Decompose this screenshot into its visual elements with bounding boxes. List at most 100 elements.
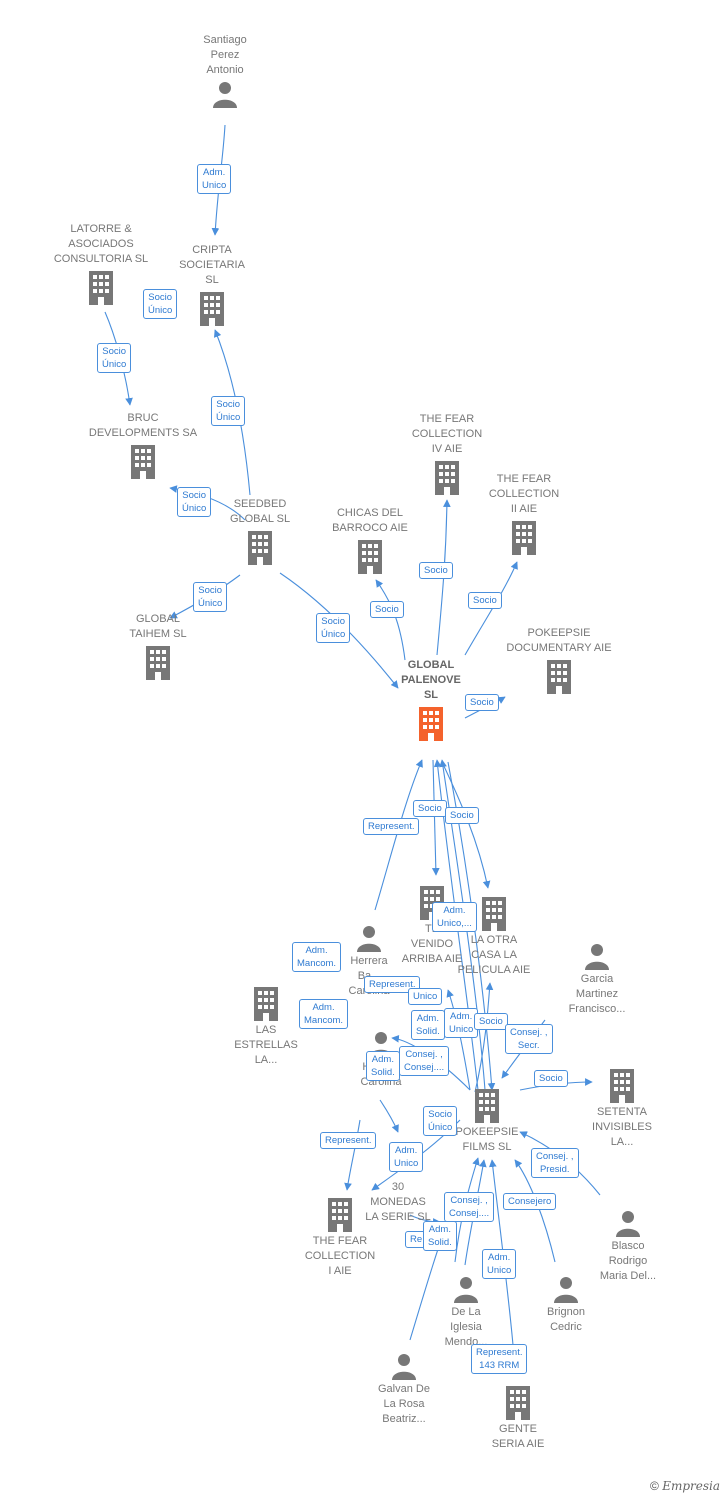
relation-label[interactable]: Adm. Unico xyxy=(482,1249,517,1279)
relation-label[interactable]: Socio xyxy=(413,800,447,817)
relation-label[interactable]: Adm. Unico,... xyxy=(432,902,477,932)
node-label: LATORRE & ASOCIADOS CONSULTORIA SL xyxy=(53,223,149,265)
node-label: Santiago Perez Antonio xyxy=(203,34,247,76)
building-icon xyxy=(475,1089,499,1123)
node-cripta-societaria[interactable]: CRIPTA SOCIETARIA SL xyxy=(147,243,277,328)
node-30-monedas[interactable]: 30 MONEDAS LA SERIE SL xyxy=(333,1180,463,1225)
relation-label[interactable]: Adm. Solid. xyxy=(423,1221,457,1251)
relation-label[interactable]: Adm. Unico xyxy=(197,164,232,194)
relation-label[interactable]: Consej. , Presid. xyxy=(531,1148,579,1178)
node-las-estrellas[interactable]: LAS ESTRELLAS LA... xyxy=(201,983,331,1068)
node-label: Galvan De La Rosa Beatriz... xyxy=(378,1383,430,1425)
node-garcia-martinez[interactable]: Garcia Martinez Francisco... xyxy=(532,940,662,1017)
relation-label[interactable]: Socio Único xyxy=(177,487,212,517)
building-icon xyxy=(254,987,278,1021)
node-la-otra-casa[interactable]: LA OTRA CASA LA PELICULA AIE xyxy=(429,893,559,978)
node-global-taihem[interactable]: GLOBAL TAIHEM SL xyxy=(93,612,223,682)
node-label: THE FEAR COLLECTION I AIE xyxy=(304,1235,376,1277)
relation-label[interactable]: Socio xyxy=(468,592,502,609)
relation-label[interactable]: Socio xyxy=(419,562,453,579)
building-icon xyxy=(248,531,272,565)
relation-label[interactable]: Socio Único xyxy=(423,1106,458,1136)
node-label: TE VENIDO ARRIBA AIE xyxy=(401,923,463,965)
node-latorre-asociados[interactable]: LATORRE & ASOCIADOS CONSULTORIA SL xyxy=(36,222,166,307)
relation-label[interactable]: Socio xyxy=(370,601,404,618)
relation-label[interactable]: Socio Único xyxy=(143,289,178,319)
building-icon xyxy=(435,461,459,495)
node-label: POKEEPSIE FILMS SL xyxy=(455,1126,519,1153)
node-chicas-del-barroco[interactable]: CHICAS DEL BARROCO AIE xyxy=(305,506,435,576)
building-icon xyxy=(89,271,113,305)
relation-label[interactable]: Socio Único xyxy=(316,613,351,643)
relation-label[interactable]: Consej. , Consej.... xyxy=(399,1046,450,1076)
relation-label[interactable]: Unico xyxy=(408,988,443,1005)
node-seedbed-global[interactable]: SEEDBED GLOBAL SL xyxy=(195,497,325,567)
building-icon xyxy=(419,707,443,741)
node-label: BRUC DEVELOPMENTS SA xyxy=(88,412,198,439)
person-icon xyxy=(554,1277,578,1303)
node-label: SEEDBED GLOBAL SL xyxy=(229,498,291,525)
node-fear-collection-i[interactable]: THE FEAR COLLECTION I AIE xyxy=(275,1194,405,1279)
relation-label[interactable]: Adm. Mancom. xyxy=(292,942,342,972)
building-icon xyxy=(547,660,571,694)
node-label: Garcia Martinez Francisco... xyxy=(568,973,626,1015)
person-icon xyxy=(357,926,381,952)
node-pokeepsie-films[interactable]: POKEEPSIE FILMS SL xyxy=(422,1085,552,1155)
node-pokeepsie-documentary[interactable]: POKEEPSIE DOCUMENTARY AIE xyxy=(494,626,624,696)
node-label: GENTE SERIA AIE xyxy=(491,1423,545,1450)
relation-label[interactable]: Adm. Unico xyxy=(389,1142,424,1172)
building-icon xyxy=(328,1198,352,1232)
relation-label[interactable]: Socio Único xyxy=(97,343,132,373)
node-santiago-perez-antonio[interactable]: Santiago Perez Antonio xyxy=(160,33,290,110)
node-galvan-de-la-rosa[interactable]: Galvan De La Rosa Beatriz... xyxy=(339,1350,469,1427)
node-label: Brignon Cedric xyxy=(547,1306,585,1333)
building-icon xyxy=(146,646,170,680)
building-icon xyxy=(506,1386,530,1420)
building-icon xyxy=(512,521,536,555)
relation-label[interactable]: Consejero xyxy=(503,1193,557,1210)
relation-label[interactable]: Consej. , Secr. xyxy=(505,1024,553,1054)
node-label: GLOBAL PALENOVE SL xyxy=(401,659,461,701)
node-setenta-invisibles[interactable]: SETENTA INVISIBLES LA... xyxy=(557,1065,687,1150)
building-icon xyxy=(131,445,155,479)
brand-logo: Empresia xyxy=(662,1479,720,1493)
node-gente-seria[interactable]: GENTE SERIA AIE xyxy=(453,1382,583,1452)
footer-brand: © Empresia xyxy=(650,1479,720,1493)
relation-label[interactable]: Adm. Solid. xyxy=(366,1051,400,1081)
relation-label[interactable]: Adm. Mancom. xyxy=(299,999,349,1029)
node-label: LA OTRA CASA LA PELICULA AIE xyxy=(457,934,531,976)
node-label: THE FEAR COLLECTION II AIE xyxy=(488,473,560,515)
node-label: CHICAS DEL BARROCO AIE xyxy=(332,507,408,534)
relation-label[interactable]: Socio xyxy=(445,807,479,824)
node-fear-collection-iv[interactable]: THE FEAR COLLECTION IV AIE xyxy=(382,412,512,497)
relation-label[interactable]: Consej. , Consej.... xyxy=(444,1192,495,1222)
building-icon xyxy=(610,1069,634,1103)
person-icon xyxy=(454,1277,478,1303)
node-label: POKEEPSIE DOCUMENTARY AIE xyxy=(506,627,612,654)
node-bruc-developments[interactable]: BRUC DEVELOPMENTS SA xyxy=(78,411,208,481)
node-global-palenove-focus[interactable]: GLOBAL PALENOVE SL xyxy=(366,658,496,743)
relation-label[interactable]: Represent. xyxy=(320,1132,377,1149)
node-brignon-cedric[interactable]: Brignon Cedric xyxy=(501,1273,631,1335)
person-icon xyxy=(213,82,237,108)
node-fear-collection-ii[interactable]: THE FEAR COLLECTION II AIE xyxy=(459,472,589,557)
building-icon xyxy=(200,292,224,326)
relation-label[interactable]: Adm. Unico xyxy=(444,1008,479,1038)
relation-label[interactable]: Socio Único xyxy=(211,396,246,426)
relation-label[interactable]: Represent. xyxy=(364,976,421,993)
node-label: LAS ESTRELLAS LA... xyxy=(234,1024,298,1066)
relation-label[interactable]: Socio xyxy=(474,1013,508,1030)
relation-label[interactable]: Adm. Solid. xyxy=(411,1010,445,1040)
node-label: CRIPTA SOCIETARIA SL xyxy=(179,244,245,286)
relation-label[interactable]: Socio xyxy=(465,694,499,711)
relation-label[interactable]: Represent. xyxy=(363,818,420,835)
relation-label[interactable]: Represent. 143 RRM xyxy=(471,1344,528,1374)
node-blasco-rodrigo[interactable]: Blasco Rodrigo Maria Del... xyxy=(563,1207,693,1284)
relation-label[interactable]: Socio Único xyxy=(193,582,228,612)
relation-label[interactable]: Socio xyxy=(534,1070,568,1087)
building-icon xyxy=(482,897,506,931)
person-icon xyxy=(585,944,609,970)
person-icon xyxy=(616,1211,640,1237)
person-icon xyxy=(392,1354,416,1380)
building-icon xyxy=(358,540,382,574)
